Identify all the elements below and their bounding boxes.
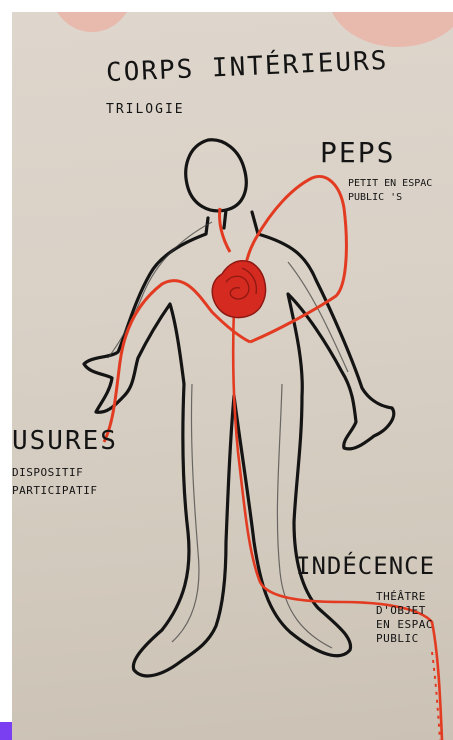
page-subtitle: TRILOGIE [106, 102, 185, 117]
heart [212, 261, 265, 318]
label-peps: PEPS [320, 136, 395, 169]
label-indecence-sub-line: EN ESPAC [376, 618, 433, 632]
red-line-peps [244, 176, 346, 342]
label-indecence-sub: THÉÂTRE D'OBJET EN ESPAC PUBLIC [376, 590, 433, 646]
label-indecence-sub-line: D'OBJET [376, 604, 433, 618]
label-indecence-sub-line: PUBLIC [376, 632, 433, 646]
label-indecence: INDÉCENCE [296, 552, 435, 580]
label-peps-sub-line: PETIT EN ESPAC [348, 177, 432, 191]
red-line-indecence [233, 308, 442, 740]
corner-accent [0, 722, 12, 740]
label-peps-sub: PETIT EN ESPAC PUBLIC 'S [348, 177, 432, 205]
label-usures: USURES [12, 426, 118, 456]
label-usures-sub-line: DISPOSITIF [12, 464, 97, 482]
label-indecence-sub-line: THÉÂTRE [376, 590, 433, 604]
label-usures-sub-line: PARTICIPATIF [12, 482, 97, 500]
drawing-paper: CORPS INTÉRIEURS TRILOGIE PEPS PETIT EN … [12, 12, 453, 740]
body-outline [84, 140, 394, 676]
label-peps-sub-line: PUBLIC 'S [348, 191, 432, 205]
label-usures-sub: DISPOSITIF PARTICIPATIF [12, 464, 97, 500]
